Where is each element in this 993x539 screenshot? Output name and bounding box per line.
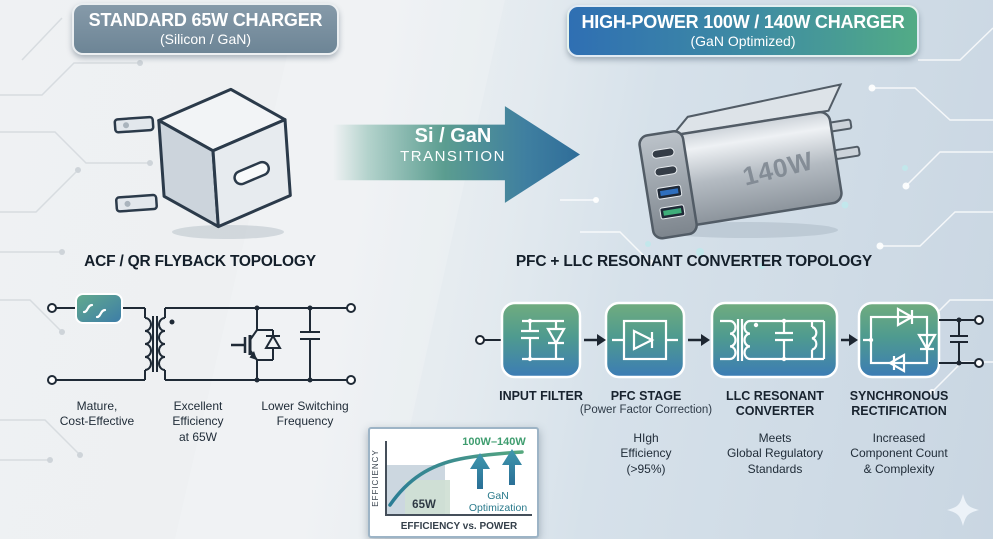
chart-region-65w (405, 480, 450, 515)
charger-ports (651, 147, 686, 220)
flyback-circuit-schematic (47, 293, 356, 385)
label-llc-resonant: LLC RESONANT CONVERTER (726, 389, 824, 419)
gan-arrow-icon (502, 449, 522, 485)
transition-line2: TRANSITION (400, 148, 506, 165)
charger-65w-illustration (113, 87, 292, 239)
efficiency-chart: 65W 100W–140W GaN Optimization EFFICIENC… (371, 436, 532, 532)
pfc-llc-block-diagram (475, 301, 984, 379)
note-llc-standards: Meets Global Regulatory Standards (726, 431, 824, 476)
note-pfc-efficiency: HIgh Efficiency (>95%) (620, 431, 672, 476)
feature-efficiency: Excellent Efficiency at 65W (172, 399, 224, 444)
transition-label: Si / GaN TRANSITION (348, 124, 558, 166)
label-pfc-stage-sub: (Power Factor Correction) (579, 404, 713, 417)
right-topology-title: PFC + LLC RESONANT CONVERTER TOPOLOGY (515, 253, 873, 270)
chart-curve (388, 450, 524, 507)
chart-range-label: 100W–140W (462, 436, 526, 448)
chart-xlabel: EFFICIENCY vs. POWER (401, 521, 518, 532)
block-sync-rectification (857, 301, 941, 379)
label-pfc-stage: PFC STAGE (Power Factor Correction) (571, 389, 721, 418)
feature-mature: Mature, Cost-Effective (59, 399, 135, 429)
usb-c-port-icon (233, 160, 271, 186)
chart-65w-label: 65W (412, 499, 436, 511)
left-header-title: STANDARD 65W CHARGER (88, 10, 323, 31)
usb-c-port-icon (651, 147, 675, 159)
sparkle-icon (947, 494, 979, 526)
left-header-badge: STANDARD 65W CHARGER (Silicon / GaN) (72, 3, 339, 55)
block-input-filter (500, 301, 582, 379)
usb-c-port-icon (654, 165, 678, 177)
chart-ylabel: EFFICIENCY (371, 449, 380, 507)
left-header-subtitle: (Silicon / GaN) (159, 30, 252, 47)
right-header-badge: HIGH-POWER 100W / 140W CHARGER (GaN Opti… (567, 5, 919, 57)
block-pfc-stage (604, 301, 686, 379)
charger-140w-illustration: 140W (638, 83, 861, 240)
right-header-title: HIGH-POWER 100W / 140W CHARGER (581, 12, 905, 33)
right-header-subtitle: (GaN Optimized) (690, 32, 796, 49)
chart-annotation-line1: GaN (487, 490, 509, 502)
efficiency-chart-card: 65W 100W–140W GaN Optimization EFFICIENC… (368, 427, 539, 538)
note-sync-complexity: Increased Component Count & Complexity (850, 431, 948, 476)
chart-axes (385, 441, 532, 516)
feature-frequency: Lower Switching Frequency (261, 399, 349, 429)
label-pfc-stage-main: PFC STAGE (610, 389, 682, 403)
snubber-switch-icon (75, 293, 123, 324)
chart-annotation-line2: Optimization (469, 502, 528, 514)
left-topology-title: ACF / QR FLYBACK TOPOLOGY (84, 253, 316, 270)
gan-arrow-icon (470, 453, 490, 489)
transition-line1: Si / GaN (414, 125, 492, 147)
label-sync-rectification: SYNCHRONOUS RECTIFICATION (849, 389, 949, 419)
block-llc-resonant (710, 301, 839, 379)
label-input-filter: INPUT FILTER (499, 389, 583, 403)
